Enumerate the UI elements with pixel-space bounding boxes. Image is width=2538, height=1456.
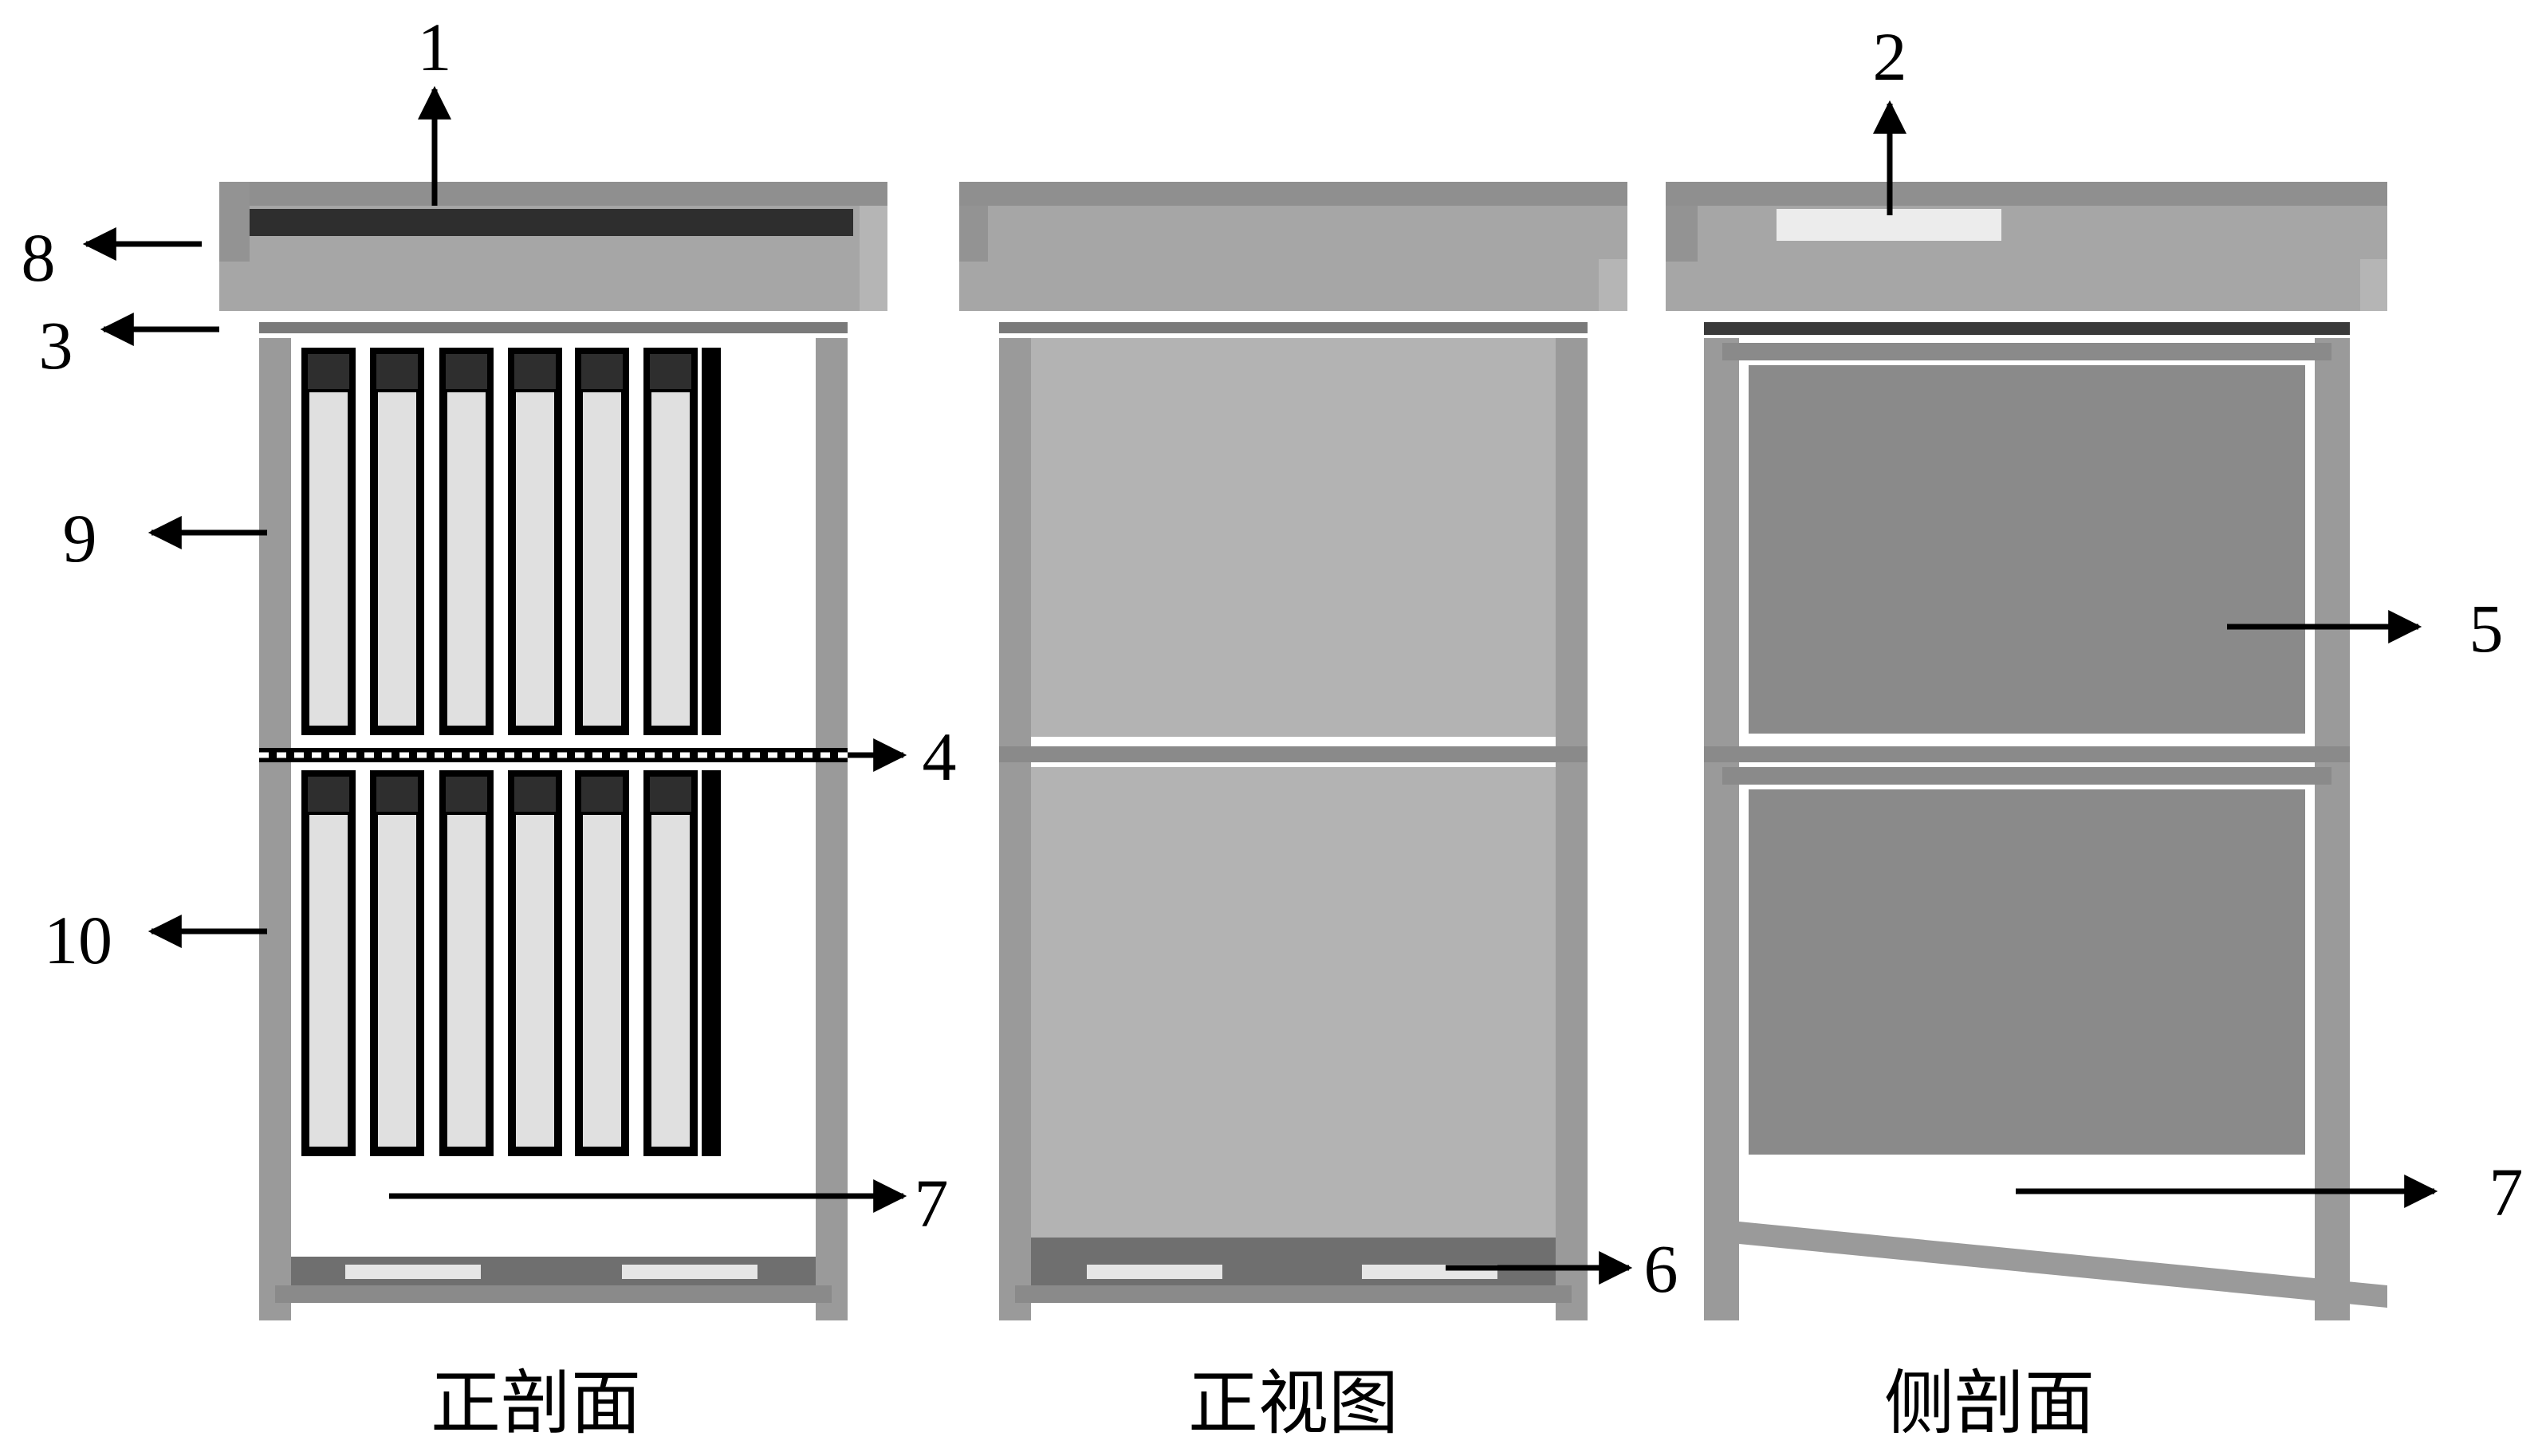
captions: 正剖面 正视图 侧剖面 bbox=[431, 1362, 2095, 1444]
lower-door-panel bbox=[1031, 767, 1556, 1238]
cabinet-frame bbox=[999, 338, 1588, 1320]
top-plate bbox=[999, 322, 1588, 333]
base-tray bbox=[275, 1257, 832, 1303]
top-hood bbox=[1666, 182, 2387, 311]
caption-side-section: 侧剖面 bbox=[1884, 1362, 2095, 1444]
shelf bbox=[999, 746, 1588, 762]
lower-tube-rack bbox=[301, 770, 698, 1156]
top-hood bbox=[219, 182, 887, 311]
test-tube bbox=[575, 770, 629, 1156]
test-tube bbox=[301, 770, 356, 1156]
test-tube bbox=[643, 770, 698, 1156]
upper-door-panel bbox=[1031, 338, 1556, 737]
test-tube bbox=[370, 348, 424, 735]
upper-back-plate bbox=[702, 348, 721, 735]
caption-front-view: 正视图 bbox=[1188, 1362, 1399, 1444]
front-section-view bbox=[219, 182, 887, 1320]
callout-7-right: 7 bbox=[2489, 1154, 2524, 1230]
lower-chamber bbox=[1722, 767, 2331, 1159]
test-tube bbox=[508, 770, 562, 1156]
lower-back-plate bbox=[702, 770, 721, 1156]
callout-8: 8 bbox=[22, 219, 56, 296]
sloped-base bbox=[1739, 1222, 2387, 1308]
callout-labels: 1 2 8 3 9 10 4 7 6 5 7 bbox=[22, 9, 2524, 1307]
callout-9: 9 bbox=[63, 500, 97, 576]
callout-2: 2 bbox=[1873, 18, 1907, 95]
side-section-view bbox=[1666, 182, 2387, 1320]
callout-5: 5 bbox=[2469, 590, 2504, 667]
upper-tube-rack bbox=[301, 348, 698, 735]
dotted-shelf bbox=[259, 748, 848, 762]
caption-front-section: 正剖面 bbox=[431, 1362, 641, 1444]
callout-1: 1 bbox=[418, 9, 452, 85]
test-tube bbox=[439, 770, 494, 1156]
test-tube bbox=[575, 348, 629, 735]
base-tray bbox=[1015, 1238, 1572, 1303]
top-plate bbox=[259, 322, 848, 333]
upper-chamber bbox=[1722, 343, 2331, 739]
callout-7-left: 7 bbox=[915, 1165, 949, 1242]
light-strip bbox=[250, 209, 853, 236]
callout-10: 10 bbox=[44, 902, 112, 978]
callout-3: 3 bbox=[39, 307, 73, 384]
callout-arrows bbox=[82, 85, 2438, 1285]
callout-6: 6 bbox=[1644, 1230, 1678, 1307]
test-tube bbox=[508, 348, 562, 735]
cabinet-frame bbox=[259, 338, 848, 1320]
test-tube bbox=[301, 348, 356, 735]
front-view bbox=[959, 182, 1627, 1320]
top-plate bbox=[1704, 322, 2350, 335]
cabinet-frame bbox=[1704, 338, 2350, 1320]
test-tube bbox=[643, 348, 698, 735]
shelf bbox=[1704, 746, 2350, 762]
top-hood bbox=[959, 182, 1627, 311]
test-tube bbox=[370, 770, 424, 1156]
test-tube bbox=[439, 348, 494, 735]
callout-4: 4 bbox=[923, 718, 957, 795]
